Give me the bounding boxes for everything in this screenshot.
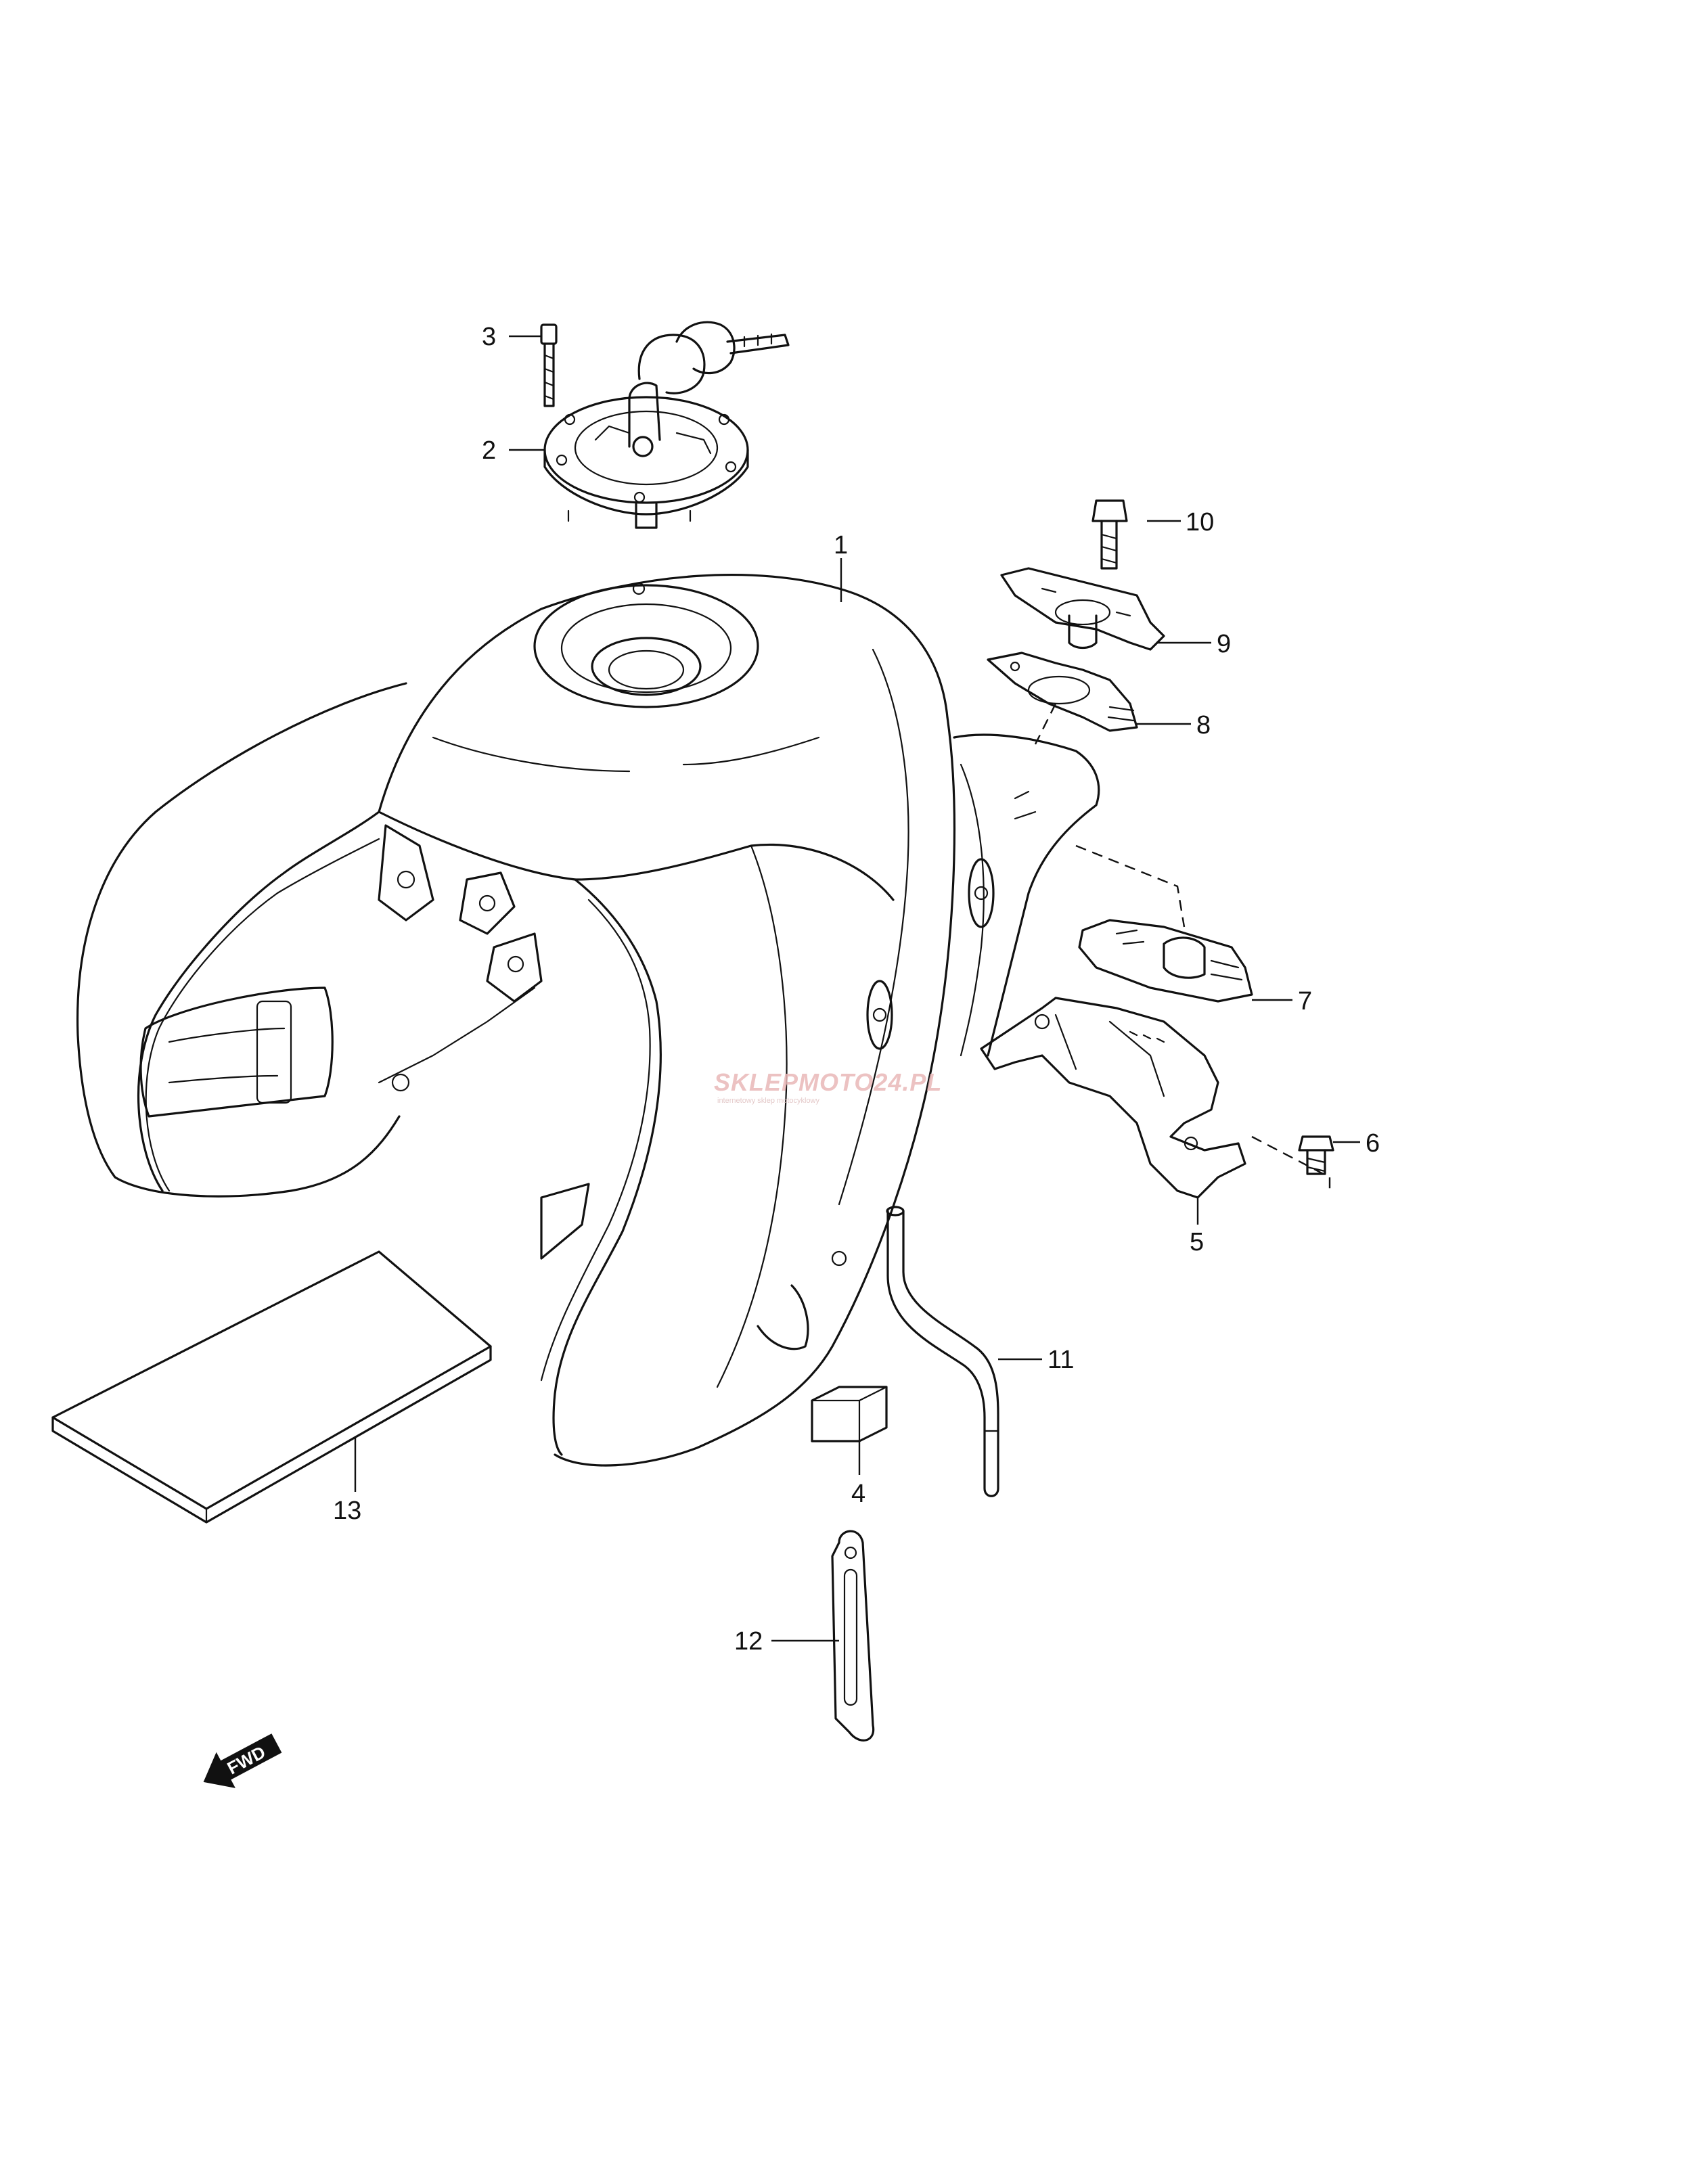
callout-9: 9 <box>1217 630 1231 658</box>
callout-10: 10 <box>1186 508 1214 537</box>
callout-13: 13 <box>333 1497 361 1525</box>
cushion-7 <box>1078 919 1253 1003</box>
bracket-plate-9 <box>1000 567 1165 651</box>
callout-6: 6 <box>1366 1129 1380 1158</box>
bolt-6 <box>1298 1135 1334 1175</box>
watermark-brand: SKLEPMOTO24.PL <box>714 1068 942 1096</box>
callout-labels: 1 2 3 4 5 6 7 8 9 10 11 12 13 <box>333 323 1380 1656</box>
callout-11: 11 <box>1048 1346 1074 1374</box>
sheet-13 <box>51 1250 492 1524</box>
bolt-10 <box>1091 499 1128 570</box>
callout-5: 5 <box>1190 1228 1204 1256</box>
damper-block-4 <box>811 1386 888 1442</box>
hose-11 <box>886 1206 999 1497</box>
forward-arrow-icon: FWD <box>203 1733 282 1788</box>
bracket-5 <box>980 997 1246 1199</box>
watermark-tagline: internetowy sklep motocyklowy <box>717 1097 820 1105</box>
callout-2: 2 <box>482 436 496 465</box>
callout-1: 1 <box>834 531 848 560</box>
watermark: SKLEPMOTO24.PL internetowy sklep motocyk… <box>714 1068 942 1105</box>
gasket-8 <box>987 652 1138 732</box>
fuel-cap-assembly <box>543 321 790 529</box>
fuel-tank <box>76 574 1100 1467</box>
callout-7: 7 <box>1298 987 1312 1016</box>
leader-lines <box>354 335 1360 1642</box>
screw-3 <box>540 323 558 407</box>
callout-8: 8 <box>1196 711 1211 740</box>
callout-3: 3 <box>482 323 496 351</box>
strap-12 <box>831 1530 875 1742</box>
callout-4: 4 <box>851 1480 865 1508</box>
callout-12: 12 <box>734 1627 763 1656</box>
